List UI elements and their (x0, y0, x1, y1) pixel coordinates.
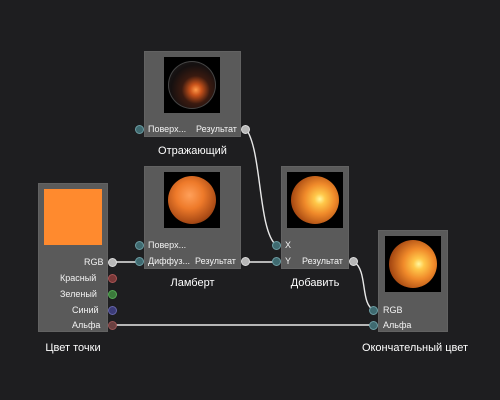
final-color-title: Окончательный цвет (361, 342, 469, 354)
final-sphere (389, 240, 437, 288)
lambert-node[interactable]: Поверх... Диффуз... Результат (135, 166, 250, 269)
add-y-label: Y (285, 256, 292, 266)
specular-title: Отражающий (158, 145, 227, 157)
add-node[interactable]: X Y Результат (272, 166, 358, 269)
final-rgb-port[interactable] (369, 306, 378, 315)
color-rgb-label: RGB (84, 257, 104, 267)
add-x-port[interactable] (272, 241, 281, 250)
color-blue-port[interactable] (108, 306, 117, 315)
point-color-node[interactable]: RGB Красный Зеленый Синий Альфа (38, 183, 117, 332)
specular-surface-label: Поверх... (148, 124, 187, 134)
add-sphere (291, 176, 339, 224)
add-result-label: Результат (302, 256, 343, 266)
add-preview (287, 172, 343, 228)
lambert-diffuse-label: Диффуз... (148, 256, 190, 266)
lambert-preview (164, 172, 220, 228)
color-red-label: Красный (60, 273, 97, 283)
add-title: Добавить (290, 277, 340, 289)
specular-sphere (168, 61, 216, 109)
color-alpha-label: Альфа (72, 320, 101, 330)
color-green-port[interactable] (108, 290, 117, 299)
lambert-sphere (168, 176, 216, 224)
final-rgb-label: RGB (383, 305, 403, 315)
color-alpha-port[interactable] (108, 321, 117, 330)
final-color-node[interactable]: RGB Альфа (369, 230, 448, 332)
add-x-label: X (285, 240, 292, 250)
specular-result-port[interactable] (241, 125, 250, 134)
color-swatch (44, 189, 102, 245)
color-blue-label: Синий (72, 305, 99, 315)
color-red-port[interactable] (108, 274, 117, 283)
color-green-label: Зеленый (60, 289, 97, 299)
lambert-title: Ламберт (170, 277, 215, 289)
lambert-surface-label: Поверх... (148, 240, 187, 250)
final-alpha-label: Альфа (383, 320, 412, 330)
specular-node[interactable]: Поверх... Результат (135, 51, 250, 137)
lambert-diffuse-port[interactable] (135, 257, 144, 266)
specular-result-label: Результат (196, 124, 237, 134)
add-result-port[interactable] (349, 257, 358, 266)
lambert-surface-port[interactable] (135, 241, 144, 250)
add-y-port[interactable] (272, 257, 281, 266)
specular-preview (164, 57, 220, 113)
final-alpha-port[interactable] (369, 321, 378, 330)
color-rgb-port[interactable] (108, 258, 117, 267)
point-color-title: Цвет точки (45, 342, 101, 354)
lambert-result-port[interactable] (241, 257, 250, 266)
final-preview (385, 236, 441, 292)
wire-specular-to-add-x (245, 128, 277, 246)
specular-surface-port[interactable] (135, 125, 144, 134)
lambert-result-label: Результат (195, 256, 236, 266)
wire-add-to-final-rgb (353, 261, 375, 311)
